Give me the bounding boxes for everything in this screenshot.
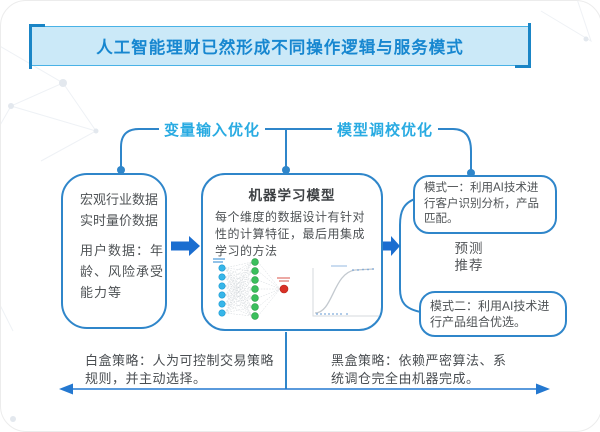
input-layer-nodes bbox=[218, 264, 226, 317]
ml-model-title: 机器学习模型 bbox=[248, 188, 336, 203]
mode2-box: 模式二：利用AI技术进行产品组合优选。 bbox=[419, 291, 567, 337]
output-node bbox=[279, 284, 289, 294]
neural-network-icon bbox=[213, 258, 290, 320]
sigmoid-chart-icon bbox=[312, 265, 379, 317]
realtime-data-label: 实时量价数据 bbox=[80, 213, 159, 228]
page-title: 人工智能理财已然形成不同操作逻辑与服务模式 bbox=[96, 39, 464, 57]
branch-label-model-tuning: 模型调校优化 bbox=[332, 119, 439, 140]
white-box-strategy: 白盒策略：人为可控制交易策略规则，并主动选择。 bbox=[85, 353, 275, 386]
input-label-smudge bbox=[213, 258, 225, 263]
recommend-text: 推荐 bbox=[454, 258, 484, 273]
ml-model-box: 机器学习模型 每个维度的数据设计有针对性的计算特征，最后用集成学习的方法 bbox=[201, 173, 383, 331]
predict-text: 预测 bbox=[454, 241, 484, 256]
banner-corner-topleft-bracket bbox=[29, 24, 45, 69]
data-input-box: 宏观行业数据 实时量价数据 用户数据：年龄、风险承受能力等 bbox=[61, 173, 167, 329]
ml-model-description: 每个维度的数据设计有针对性的计算特征，最后用集成学习的方法 bbox=[215, 210, 366, 258]
scatter-points bbox=[316, 268, 374, 315]
mode2-text: 模式二：利用AI技术进行产品组合优选。 bbox=[430, 299, 550, 329]
mode1-box: 模式一：利用AI技术进行客户识别分析，产品匹配。 bbox=[413, 175, 557, 234]
arrow-input-to-model bbox=[171, 236, 200, 256]
prediction-label: 预测 推荐 bbox=[439, 240, 499, 274]
output-label-smudge bbox=[277, 277, 290, 282]
mode1-text: 模式一：利用AI技术进行客户识别分析，产品匹配。 bbox=[424, 182, 539, 225]
model-illustrations bbox=[211, 254, 383, 324]
macro-data-label: 宏观行业数据 bbox=[80, 192, 159, 207]
hidden-layer-nodes bbox=[251, 258, 259, 320]
banner-corner-bottomright-bracket bbox=[515, 23, 531, 68]
branch-label-variable-input: 变量输入优化 bbox=[159, 119, 266, 140]
user-data-label: 用户数据：年龄、风险承受能力等 bbox=[80, 243, 165, 300]
black-box-strategy: 黑盒策略：依赖严密算法、系统调仓完全由机器完成。 bbox=[331, 353, 507, 386]
title-banner: 人工智能理财已然形成不同操作逻辑与服务模式 bbox=[29, 23, 531, 69]
